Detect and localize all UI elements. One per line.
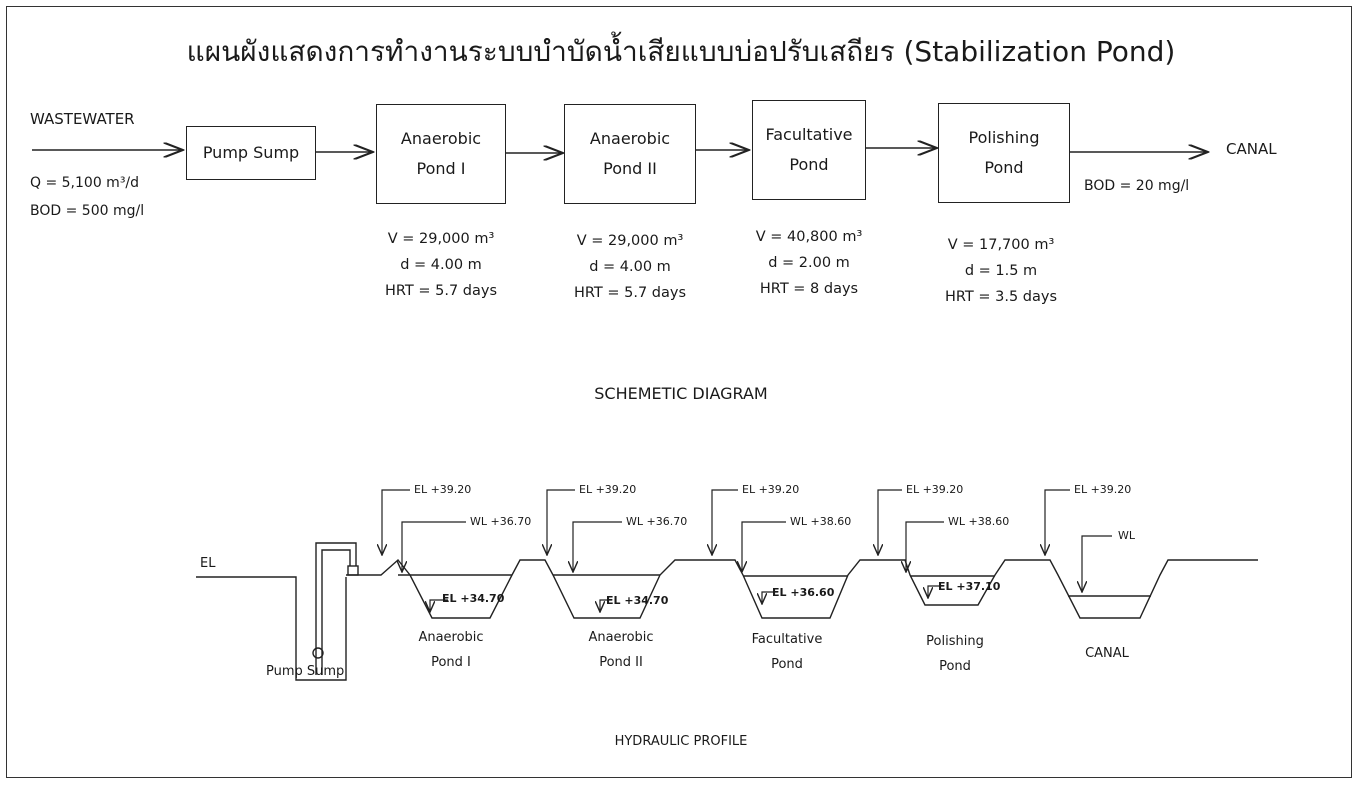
profile-pump-label: Pump Sump [266, 664, 345, 679]
profile-caption: HYDRAULIC PROFILE [614, 734, 748, 749]
label-line1: CANAL [1085, 646, 1129, 661]
top-el-4: EL +39.20 [906, 483, 964, 496]
spec-depth: d = 4.00 m [400, 257, 482, 274]
label-line1: Anaerobic [588, 630, 654, 645]
label-line1: Anaerobic [418, 630, 484, 645]
leader-bottom-2 [600, 599, 612, 612]
label-line1: Polishing [926, 634, 984, 649]
leader-el-3 [712, 489, 738, 555]
spec-hrt: HRT = 8 days [759, 281, 859, 298]
wl-5: WL [1118, 529, 1136, 542]
profile-left-ground [196, 576, 347, 681]
diagram-title: แผนผังแสดงการทำงานระบบบำบัดน้ำเสียแบบบ่อ… [186, 35, 1176, 68]
spec-volume: V = 29,000 m³ [576, 233, 684, 249]
leader-el-1 [382, 489, 410, 555]
leader-wl-1 [402, 521, 466, 572]
anaerobic-pond-2-box: Anaerobic Pond II [564, 104, 696, 204]
schematic-caption: SCHEMETIC DIAGRAM [594, 384, 768, 403]
input-label: WASTEWATER [30, 110, 135, 128]
profile-label-anaerobic-2: Anaerobic Pond II [566, 626, 676, 675]
spec-polishing-pond: V = 17,700 m³ d = 1.5 m HRT = 3.5 days [916, 232, 1086, 310]
leader-bottom-1 [430, 599, 448, 612]
pump-symbol [312, 647, 324, 659]
flow-rate: Q = 5,100 m³/d [30, 175, 140, 191]
leader-wl-2 [573, 521, 622, 572]
label-line2: Pond I [431, 654, 471, 670]
box-label-line1: Facultative [765, 124, 853, 144]
box-label-line2: Pond [984, 158, 1024, 177]
profile-el-left: EL [200, 556, 216, 571]
box-label-line2: Pond I [416, 159, 466, 178]
spec-hrt: HRT = 5.7 days [384, 283, 498, 300]
spec-depth: d = 4.00 m [589, 259, 671, 276]
leader-el-2 [547, 489, 575, 555]
profile-label-canal: CANAL [1052, 642, 1162, 667]
wl-1: WL +36.70 [470, 515, 532, 528]
box-label-line1: Anaerobic [400, 128, 482, 148]
box-label-line1: Anaerobic [589, 128, 671, 148]
bod-out: BOD = 20 mg/l [1084, 178, 1190, 194]
pump-riser-pipe [315, 542, 357, 675]
box-label: Pump Sump [202, 142, 300, 162]
wl-2: WL +36.70 [626, 515, 688, 528]
profile-label-facultative: Facultative Pond [732, 628, 842, 677]
label-line2: Pond II [599, 654, 643, 670]
leader-el-4 [878, 489, 902, 555]
spec-facultative-pond: V = 40,800 m³ d = 2.00 m HRT = 8 days [724, 224, 894, 302]
bottom-el-3: EL +36.60 [772, 586, 835, 599]
leader-wl-4 [906, 521, 944, 572]
anaerobic-pond-1-box: Anaerobic Pond I [376, 104, 506, 204]
bottom-el-4: EL +37.10 [938, 580, 1001, 593]
top-el-5: EL +39.20 [1074, 483, 1132, 496]
spec-depth: d = 1.5 m [964, 263, 1038, 280]
facultative-pond-box: Facultative Pond [752, 100, 866, 200]
spec-depth: d = 2.00 m [768, 255, 850, 272]
pump-outlet-box [347, 565, 359, 576]
leader-el-5 [1045, 489, 1070, 555]
spec-anaerobic-pond-2: V = 29,000 m³ d = 4.00 m HRT = 5.7 days [545, 228, 715, 306]
profile-label-anaerobic-1: Anaerobic Pond I [396, 626, 506, 675]
top-el-2: EL +39.20 [579, 483, 637, 496]
bottom-el-1: EL +34.70 [442, 592, 505, 605]
bod-in: BOD = 500 mg/l [30, 203, 145, 219]
profile-ground-line [346, 558, 1258, 619]
spec-volume: V = 29,000 m³ [387, 231, 495, 247]
spec-hrt: HRT = 3.5 days [944, 289, 1058, 306]
spec-volume: V = 17,700 m³ [947, 237, 1055, 253]
label-line2: Pond [939, 658, 971, 674]
spec-hrt: HRT = 5.7 days [573, 285, 687, 302]
profile-label-polishing: Polishing Pond [900, 630, 1010, 679]
pump-sump-box: Pump Sump [186, 126, 316, 180]
bottom-el-2: EL +34.70 [606, 594, 669, 607]
polishing-pond-box: Polishing Pond [938, 103, 1070, 203]
output-label: CANAL [1226, 140, 1277, 158]
label-line1: Facultative [751, 632, 823, 647]
box-label-line2: Pond II [603, 159, 657, 178]
top-el-1: EL +39.20 [414, 483, 472, 496]
wl-4: WL +38.60 [948, 515, 1010, 528]
box-label-line2: Pond [789, 155, 829, 174]
leader-wl-3 [742, 521, 786, 572]
leader-wl-5 [1082, 535, 1112, 592]
spec-volume: V = 40,800 m³ [755, 229, 863, 245]
leader-bottom-3 [762, 591, 778, 604]
top-el-3: EL +39.20 [742, 483, 800, 496]
box-label-line1: Polishing [968, 127, 1040, 147]
leader-bottom-4 [928, 585, 944, 598]
spec-anaerobic-pond-1: V = 29,000 m³ d = 4.00 m HRT = 5.7 days [356, 226, 526, 304]
diagram-frame [6, 6, 1352, 778]
wl-3: WL +38.60 [790, 515, 852, 528]
label-line2: Pond [771, 656, 803, 672]
pump-riser-pipe-inner [321, 549, 351, 675]
